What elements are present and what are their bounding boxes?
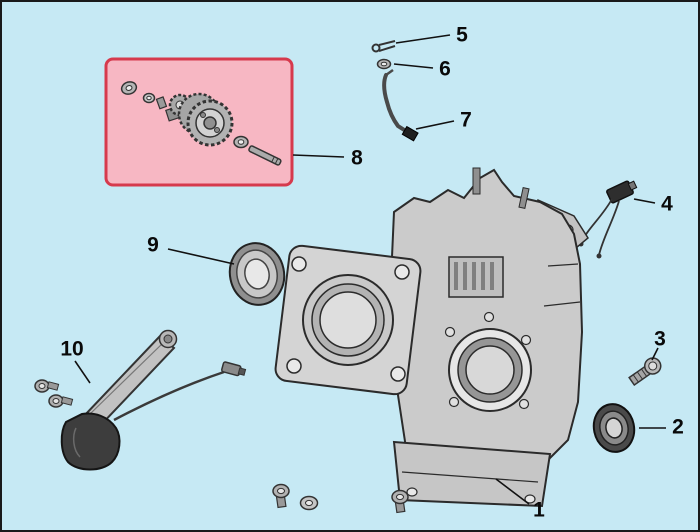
part-label-1-crankcase-cylinder-block[interactable]: 1	[533, 498, 545, 522]
part-label-7-governor-arm-shaft[interactable]: 7	[460, 108, 472, 132]
leader-line-7	[415, 120, 455, 130]
leader-line-6	[393, 63, 434, 69]
part-ignition-coil-drawing[interactable]	[34, 329, 247, 471]
drain-bolt-right[interactable]	[391, 489, 409, 514]
part-stop-switch-drawing[interactable]	[578, 178, 639, 259]
sealing-washer-left[interactable]	[299, 495, 319, 511]
leader-line-5	[395, 34, 451, 44]
part-label-4-engine-stop-switch[interactable]: 4	[661, 192, 673, 216]
leader-line-9	[167, 248, 235, 265]
leader-line-8	[292, 154, 345, 158]
part-oil-seal-small-drawing[interactable]	[589, 400, 638, 455]
drain-bolt-left[interactable]	[272, 483, 290, 509]
part-label-10-ignition-coil[interactable]: 10	[60, 337, 84, 361]
part-governor-gear-assembly-drawing[interactable]	[120, 80, 282, 166]
leader-line-10	[74, 360, 91, 384]
part-oil-seal-large-drawing[interactable]	[224, 238, 290, 310]
leader-lines	[74, 34, 666, 505]
leader-line-1	[495, 478, 530, 505]
leader-line-4	[633, 198, 656, 204]
part-flange-bolt-drawing[interactable]	[627, 355, 664, 388]
part-label-8-governor-gear-assembly[interactable]: 8	[351, 146, 363, 170]
part-washer-drawing[interactable]	[376, 58, 392, 70]
part-label-6-washer[interactable]: 6	[439, 57, 451, 81]
part-label-3-flange-bolt[interactable]: 3	[654, 327, 666, 351]
leader-line-3	[651, 347, 659, 361]
part-label-2-oil-seal-small[interactable]: 2	[672, 415, 684, 439]
part-crankcase-drawing[interactable]	[274, 167, 589, 508]
part-governor-arm-drawing[interactable]	[382, 68, 419, 142]
part-label-9-oil-seal-large[interactable]: 9	[147, 233, 159, 257]
part-label-5-cotter-pin[interactable]: 5	[456, 23, 468, 47]
part-cotter-pin-drawing[interactable]	[371, 40, 396, 53]
